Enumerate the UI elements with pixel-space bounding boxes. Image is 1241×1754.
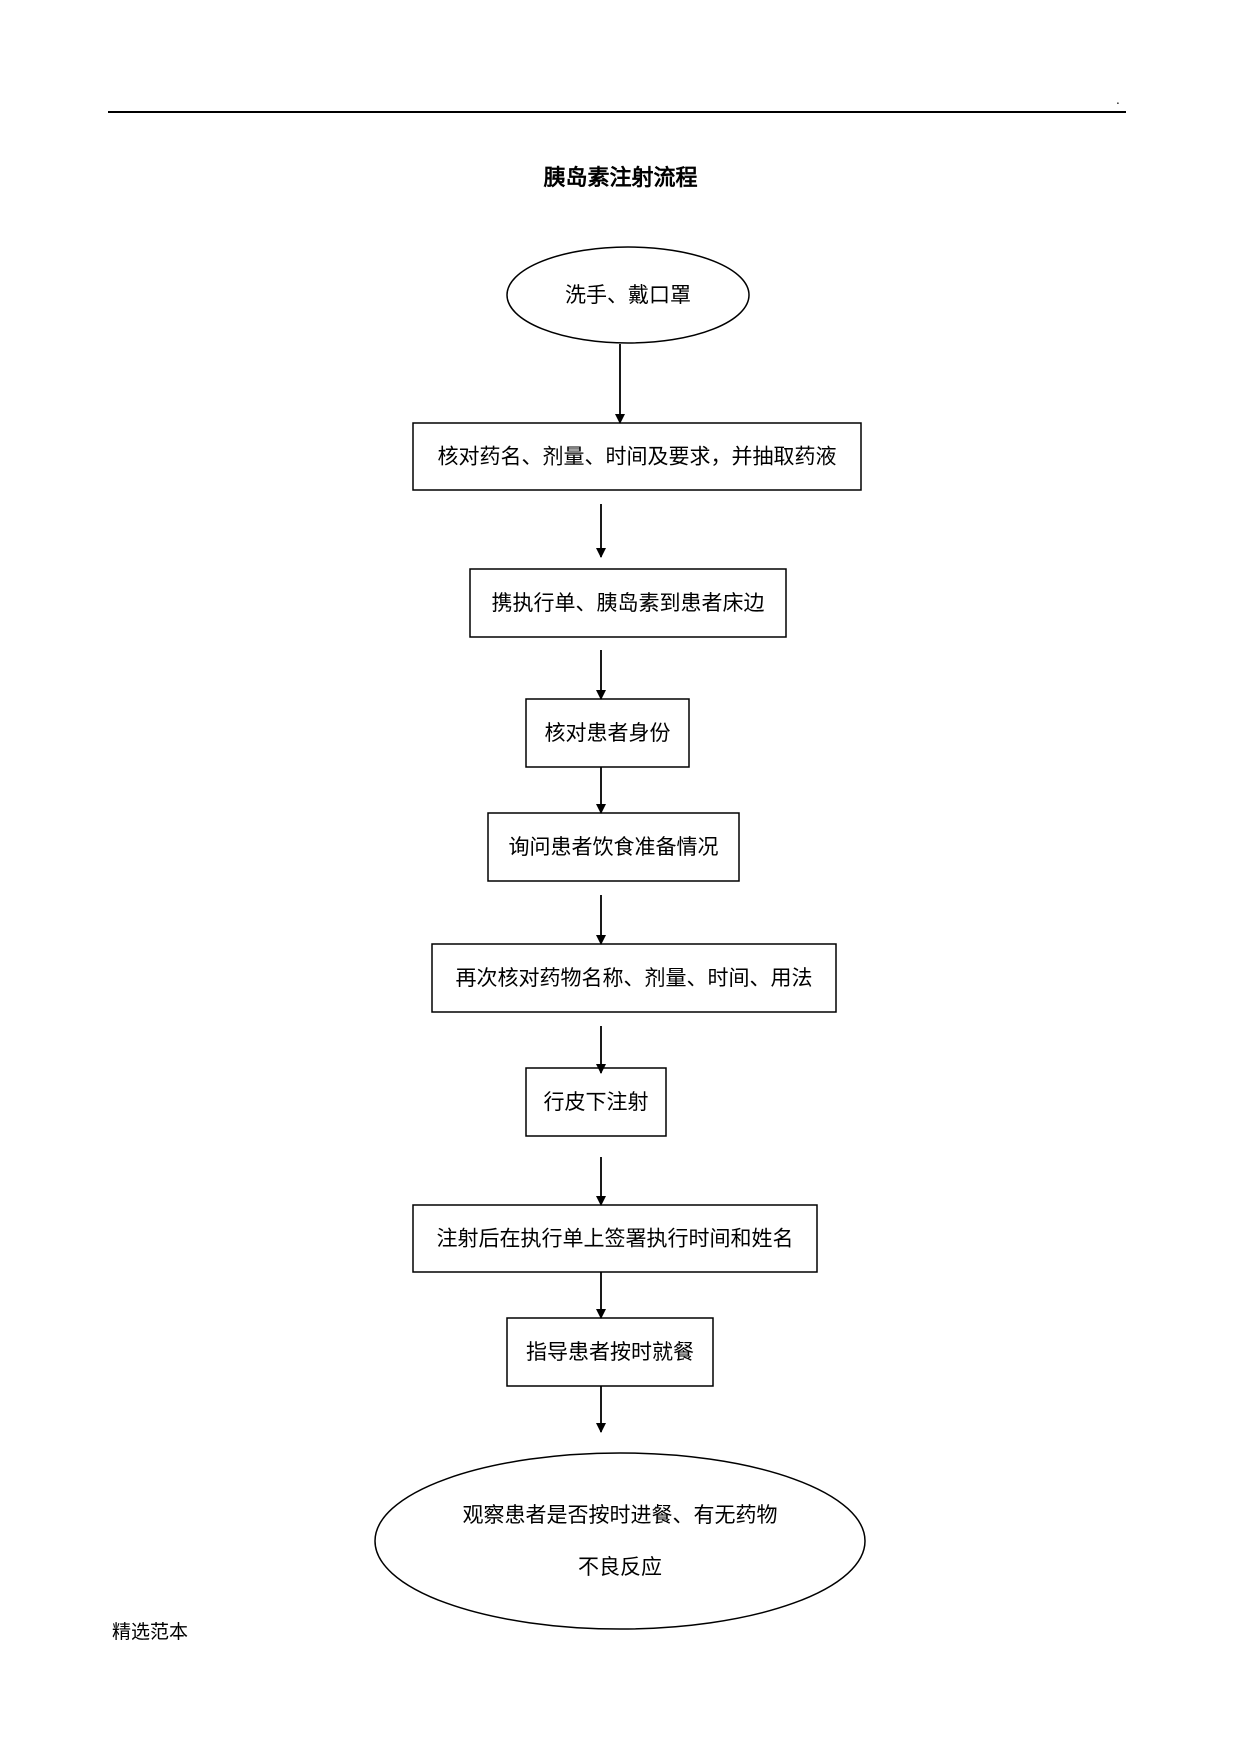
flow-step-label: 行皮下注射 bbox=[544, 1090, 649, 1114]
page-title: 胰岛素注射流程 bbox=[543, 166, 698, 191]
flow-step-label: 不良反应 bbox=[578, 1555, 662, 1579]
flow-step-start: 洗手、戴口罩 bbox=[506, 246, 750, 344]
flow-step-verify-identity: 核对患者身份 bbox=[525, 698, 690, 768]
terminal-ellipse bbox=[506, 246, 750, 344]
header-mark: . bbox=[1116, 93, 1120, 107]
process-box bbox=[506, 1317, 714, 1387]
flow-step-sign-record: 注射后在执行单上签署执行时间和姓名 bbox=[412, 1204, 818, 1273]
flow-step-label: 洗手、戴口罩 bbox=[565, 283, 691, 307]
header-rule bbox=[108, 111, 1126, 113]
flow-step-bring-to-bedside: 携执行单、胰岛素到患者床边 bbox=[469, 568, 787, 638]
terminal-ellipse bbox=[374, 1452, 866, 1630]
process-box bbox=[487, 812, 740, 882]
flow-step-verify-drug: 核对药名、剂量、时间及要求，并抽取药液 bbox=[412, 422, 862, 491]
flow-step-label: 再次核对药物名称、剂量、时间、用法 bbox=[456, 966, 813, 990]
flow-step-inject: 行皮下注射 bbox=[525, 1067, 667, 1137]
flow-step-ask-diet: 询问患者饮食准备情况 bbox=[487, 812, 740, 882]
flow-step-label: 指导患者按时就餐 bbox=[526, 1340, 694, 1364]
footer-text: 精选范本 bbox=[112, 1621, 189, 1643]
flow-step-label: 询问患者饮食准备情况 bbox=[509, 835, 719, 859]
flow-step-label: 核对患者身份 bbox=[545, 721, 671, 745]
flow-step-label: 核对药名、剂量、时间及要求，并抽取药液 bbox=[438, 445, 837, 469]
flow-step-recheck-drug: 再次核对药物名称、剂量、时间、用法 bbox=[431, 943, 837, 1013]
flow-step-label: 注射后在执行单上签署执行时间和姓名 bbox=[437, 1227, 794, 1251]
process-box bbox=[431, 943, 837, 1013]
process-box bbox=[469, 568, 787, 638]
process-box bbox=[525, 698, 690, 768]
process-box bbox=[412, 1204, 818, 1273]
flow-step-guide-meal: 指导患者按时就餐 bbox=[506, 1317, 714, 1387]
process-box bbox=[412, 422, 862, 491]
flow-step-label: 携执行单、胰岛素到患者床边 bbox=[492, 591, 765, 615]
flow-step-label: 观察患者是否按时进餐、有无药物 bbox=[463, 1503, 778, 1527]
